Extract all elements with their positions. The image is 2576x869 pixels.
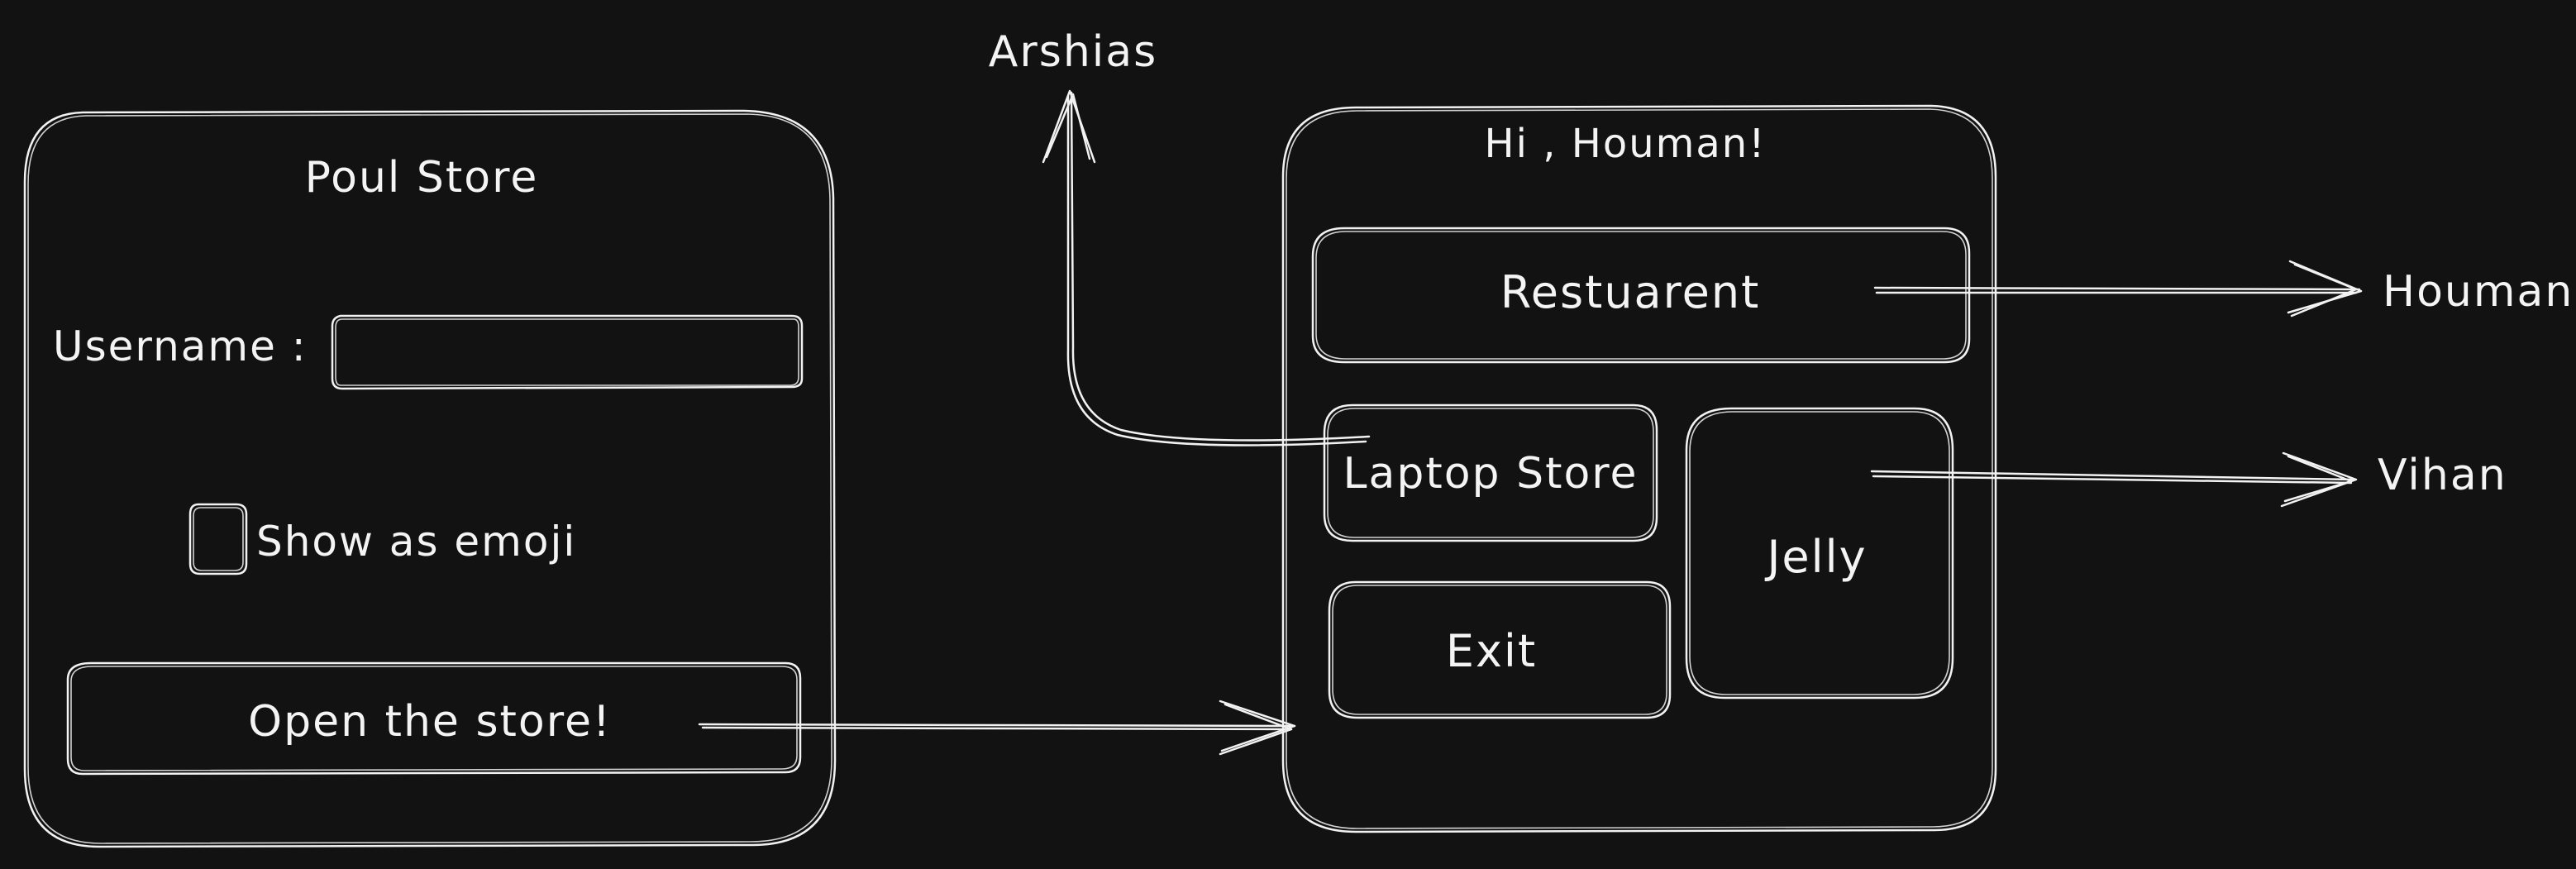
- login-window: Poul Store: [23, 109, 837, 848]
- restaurant-button[interactable]: Restuarent: [1311, 227, 1971, 364]
- exit-button[interactable]: Exit: [1328, 580, 1672, 719]
- jelly-button-label: Jelly: [1764, 531, 1867, 583]
- store-window: Hi , Houman!: [1281, 104, 1997, 833]
- open-store-button-label: Open the store!: [248, 697, 612, 747]
- login-window-title: Poul Store: [305, 153, 539, 203]
- username-label: Username :: [53, 322, 308, 370]
- jelly-owner: Vihan: [2378, 451, 2507, 500]
- show-as-emoji-checkbox[interactable]: [188, 503, 248, 575]
- laptop-store-owner: Arshias: [989, 27, 1157, 77]
- greeting: Hi , Houman!: [1485, 121, 1767, 167]
- arrow-restaurant-to-houman: [1873, 260, 2363, 318]
- laptop-store-button[interactable]: Laptop Store: [1323, 403, 1658, 542]
- arrow-open-to-store: [698, 699, 1296, 756]
- arrow-jelly-to-vihan: [1870, 451, 2358, 508]
- jelly-button[interactable]: Jelly: [1685, 407, 1954, 699]
- open-store-button[interactable]: Open the store!: [66, 661, 802, 776]
- restaurant-button-label: Restuarent: [1500, 266, 1761, 318]
- restaurant-owner: Houman: [2383, 267, 2574, 317]
- arrow-laptop-to-arshias: [1042, 89, 1371, 446]
- username-field[interactable]: [331, 314, 804, 390]
- exit-button-label: Exit: [1446, 625, 1537, 677]
- username-row: Username :: [53, 322, 308, 370]
- show-as-emoji-label: Show as emoji: [256, 518, 576, 566]
- laptop-store-button-label: Laptop Store: [1343, 449, 1638, 499]
